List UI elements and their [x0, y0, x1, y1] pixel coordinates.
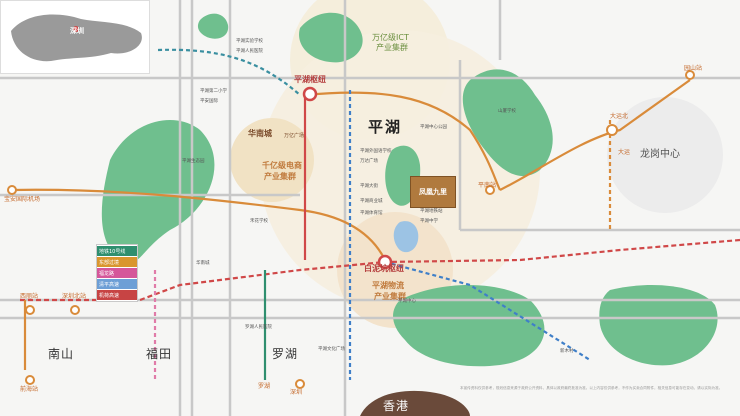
label-pinghu: 平湖 [368, 118, 403, 136]
label-wanyi: 万亿广场 [284, 133, 305, 139]
legend-item-3: 福龙路 [97, 268, 137, 278]
xili-marker [25, 305, 35, 315]
label-luohu: 罗湖 [272, 347, 299, 361]
park-north-small [197, 13, 229, 39]
lake [393, 221, 419, 253]
label-baini-hub: 白泥坑枢纽 [364, 264, 404, 273]
station-xili: 西丽站 [20, 293, 39, 300]
zone-log-line2: 产业集群 [374, 292, 406, 301]
station-qianhai: 前海站 [20, 386, 39, 393]
poi-3: 平湖外国语学校 [360, 149, 392, 154]
park-south [393, 285, 545, 367]
poi-4: 万达广场 [360, 159, 378, 164]
zone-ecommerce [230, 118, 314, 202]
station-dayun-north: 大运北 [610, 113, 629, 120]
zone-ecom-line1: 千亿级电商 [262, 161, 302, 170]
label-huanan: 华南城 [248, 129, 272, 138]
station-airport: 宝安国际机场 [4, 196, 41, 203]
hong-kong [360, 390, 470, 416]
project-logo: 凤凰九里 [410, 176, 456, 208]
legend-item-1: 地铁10号线 [97, 246, 137, 256]
poi-6: 平湖大街 [360, 184, 378, 189]
poi-11: 罗湖人民医院 [245, 325, 272, 330]
pingnan-marker [485, 185, 495, 195]
poi-2: 平湖人民医院 [236, 49, 263, 54]
station-north: 深圳北站 [62, 293, 87, 300]
poi-5: 平湖中心公园 [420, 125, 447, 130]
dayun-north-marker [685, 70, 695, 80]
poi-19: 新木村 [560, 349, 574, 354]
baini-hub-marker [377, 254, 393, 270]
label-longgang-center: 龙岗中心 [640, 149, 680, 160]
zone-longgang [607, 97, 723, 213]
station-east: 深圳 [290, 389, 303, 396]
legend-item-2: 东部过境 [97, 257, 137, 267]
poi-15: 平湖第二小学 [200, 89, 227, 94]
legend-item-4: 清平高速 [97, 279, 137, 289]
station-yuanshan: 园山站 [684, 65, 703, 72]
park-west [101, 120, 215, 263]
inset-shape [11, 14, 142, 62]
poi-20: 华南城 [196, 261, 210, 266]
dayun-marker [606, 124, 618, 136]
poi-10: 山厦学校 [498, 109, 516, 114]
poi-12: 平湖体育馆 [360, 211, 383, 216]
map-legend: 地铁10号线 东部过境 福龙路 清平高速 机荷高速 [96, 244, 138, 302]
poi-16: 平安国际 [200, 99, 218, 104]
north-station-marker [70, 305, 80, 315]
east-station-marker [295, 379, 305, 389]
zone-ict-line2: 产业集群 [376, 43, 408, 52]
zone-log-line1: 平湖物流 [372, 281, 404, 290]
station-dayun: 大运 [618, 149, 631, 156]
zone-ecom-line2: 产业集群 [264, 172, 296, 181]
poi-7: 平湖生态园 [182, 159, 205, 164]
label-xianggang: 香港 [383, 399, 410, 413]
legend-item-5: 机荷高速 [97, 290, 137, 300]
poi-18: 平湖文化广场 [318, 347, 345, 352]
zone-ict-line1: 万亿级ICT [372, 33, 409, 42]
park-southeast [599, 285, 718, 366]
inset-label: 深圳 [70, 27, 84, 35]
poi-8: 禾花学校 [250, 219, 268, 224]
inset-map [0, 0, 150, 74]
poi-17: 平湖中心 [398, 299, 416, 304]
station-pingnan: 平南站 [478, 182, 497, 189]
poi-14: 平湖中学 [420, 219, 438, 224]
pinghu-hub-marker [302, 86, 318, 102]
poi-1: 平湖实验学校 [236, 39, 263, 44]
label-nanshan: 南山 [48, 347, 75, 361]
label-pinghu-hub: 平湖枢纽 [294, 75, 326, 84]
station-luohu: 罗湖 [258, 383, 271, 390]
qianhai-marker [25, 375, 35, 385]
footnote: 本宣传资料仅供参考，规划信息来源于政府公开资料，具体以政府最终批准为准。以上内容… [460, 386, 723, 390]
airport-marker [7, 185, 17, 195]
park-north [299, 12, 363, 63]
label-futian: 福田 [146, 347, 173, 361]
park-east [462, 69, 553, 177]
poi-13: 平湖地铁站 [420, 209, 443, 214]
poi-9: 平湖商业城 [360, 199, 383, 204]
